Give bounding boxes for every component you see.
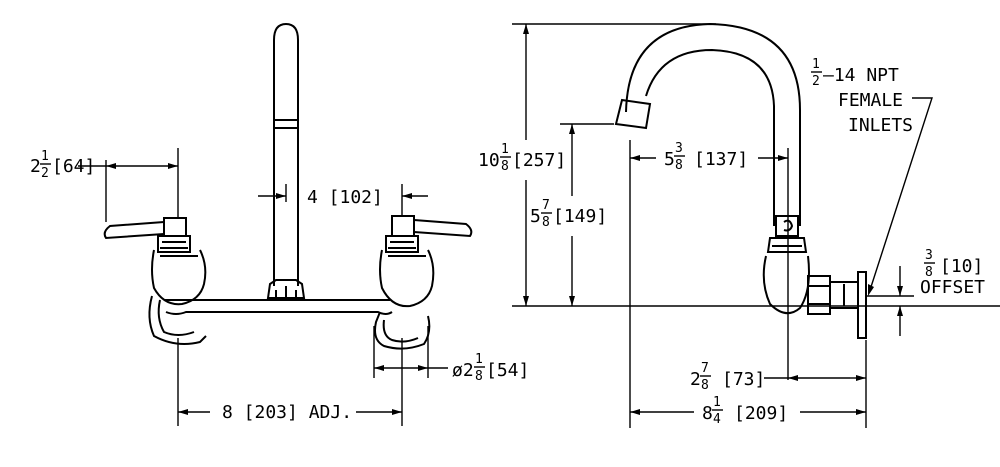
dim-spout-reach-metric: [137] xyxy=(694,149,748,170)
dim-spout-reach: 5 3 8 [137] xyxy=(629,140,789,428)
inlet-note-num: 1 xyxy=(812,57,820,72)
inlet-note-line2: FEMALE xyxy=(838,90,903,111)
left-valve-body xyxy=(151,249,207,306)
dim-overall-depth-num: 1 xyxy=(713,395,721,410)
dim-flange-metric: [54] xyxy=(486,360,529,381)
dim-offset-label: OFFSET xyxy=(920,277,985,298)
dim-spout-offset-value: 4 [102] xyxy=(307,187,383,208)
dim-flange-num: 1 xyxy=(475,352,483,367)
inlet-note: 1 2 –14 NPT FEMALE INLETS xyxy=(811,57,933,296)
dim-offset: 3 8 [10] OFFSET xyxy=(866,248,985,336)
dim-centers-value: 8 [203] ADJ. xyxy=(222,402,352,423)
inlet-note-line3: INLETS xyxy=(848,115,913,136)
dim-overall-depth-den: 4 xyxy=(713,412,721,427)
dim-outlet-height-num: 7 xyxy=(542,198,550,213)
dim-handle-reach-den: 2 xyxy=(41,166,49,181)
dim-wall-to-center-den: 8 xyxy=(701,378,709,393)
dim-spout-reach-whole: 5 xyxy=(664,149,675,170)
dim-wall-to-center-num: 7 xyxy=(701,361,709,376)
dim-outlet-height-den: 8 xyxy=(542,215,550,230)
left-handle xyxy=(103,217,191,253)
inlet-note-den: 2 xyxy=(812,74,820,89)
dim-flange-prefix: ø2 xyxy=(452,360,474,381)
dim-offset-den: 8 xyxy=(925,265,933,280)
right-handle xyxy=(385,215,473,253)
faucet-body xyxy=(164,299,393,315)
dim-outlet-height-whole: 5 xyxy=(530,206,541,227)
dim-handle-reach-whole: 2 xyxy=(30,156,41,177)
dim-wall-to-center-whole: 2 xyxy=(690,369,701,390)
inlet-shank xyxy=(807,271,867,339)
front-spout xyxy=(266,22,306,299)
side-view: 10 1 8 [257] 5 7 8 [149] 5 3 xyxy=(478,22,1000,428)
dim-overall-depth-whole: 8 xyxy=(702,403,713,424)
dim-offset-num: 3 xyxy=(925,248,933,263)
dim-overall-height-whole: 10 xyxy=(478,150,500,171)
dim-flange-diameter: ø2 1 8 [54] xyxy=(373,326,529,384)
dim-overall-depth-metric: [209] xyxy=(734,403,788,424)
dim-overall-height-num: 1 xyxy=(501,142,509,157)
inlet-note-thread: –14 NPT xyxy=(823,65,899,86)
dim-flange-den: 8 xyxy=(475,369,483,384)
dim-spout-reach-den: 8 xyxy=(675,158,683,173)
dim-offset-metric: [10] xyxy=(940,256,983,277)
dim-handle-reach-metric: [64] xyxy=(52,156,95,177)
dim-overall-height: 10 1 8 [257] xyxy=(478,23,716,306)
dim-overall-height-den: 8 xyxy=(501,159,509,174)
dim-handle-reach: 2 1 2 [64] xyxy=(30,148,179,222)
inlet-note-leader xyxy=(869,97,933,291)
dim-wall-to-center-metric: [73] xyxy=(722,369,765,390)
dim-spout-offset: 4 [102] xyxy=(258,184,428,216)
left-flange xyxy=(148,295,207,345)
dim-overall-height-metric: [257] xyxy=(512,150,566,171)
dim-wall-to-center: 2 7 8 [73] xyxy=(690,340,867,428)
side-valve-body xyxy=(762,237,810,315)
dim-outlet-height-metric: [149] xyxy=(553,206,607,227)
dim-overall-depth: 8 1 4 [209] xyxy=(630,395,866,427)
dim-spout-reach-num: 3 xyxy=(675,141,683,156)
front-view: 2 1 2 [64] 4 [102] ø2 1 8 [54] xyxy=(30,22,529,426)
dim-outlet-height: 5 7 8 [149] xyxy=(530,123,614,306)
right-valve-body xyxy=(379,249,435,308)
dim-handle-reach-num: 1 xyxy=(41,149,49,164)
dim-centers: 8 [203] ADJ. xyxy=(177,338,403,426)
gooseneck-spout xyxy=(614,22,801,237)
